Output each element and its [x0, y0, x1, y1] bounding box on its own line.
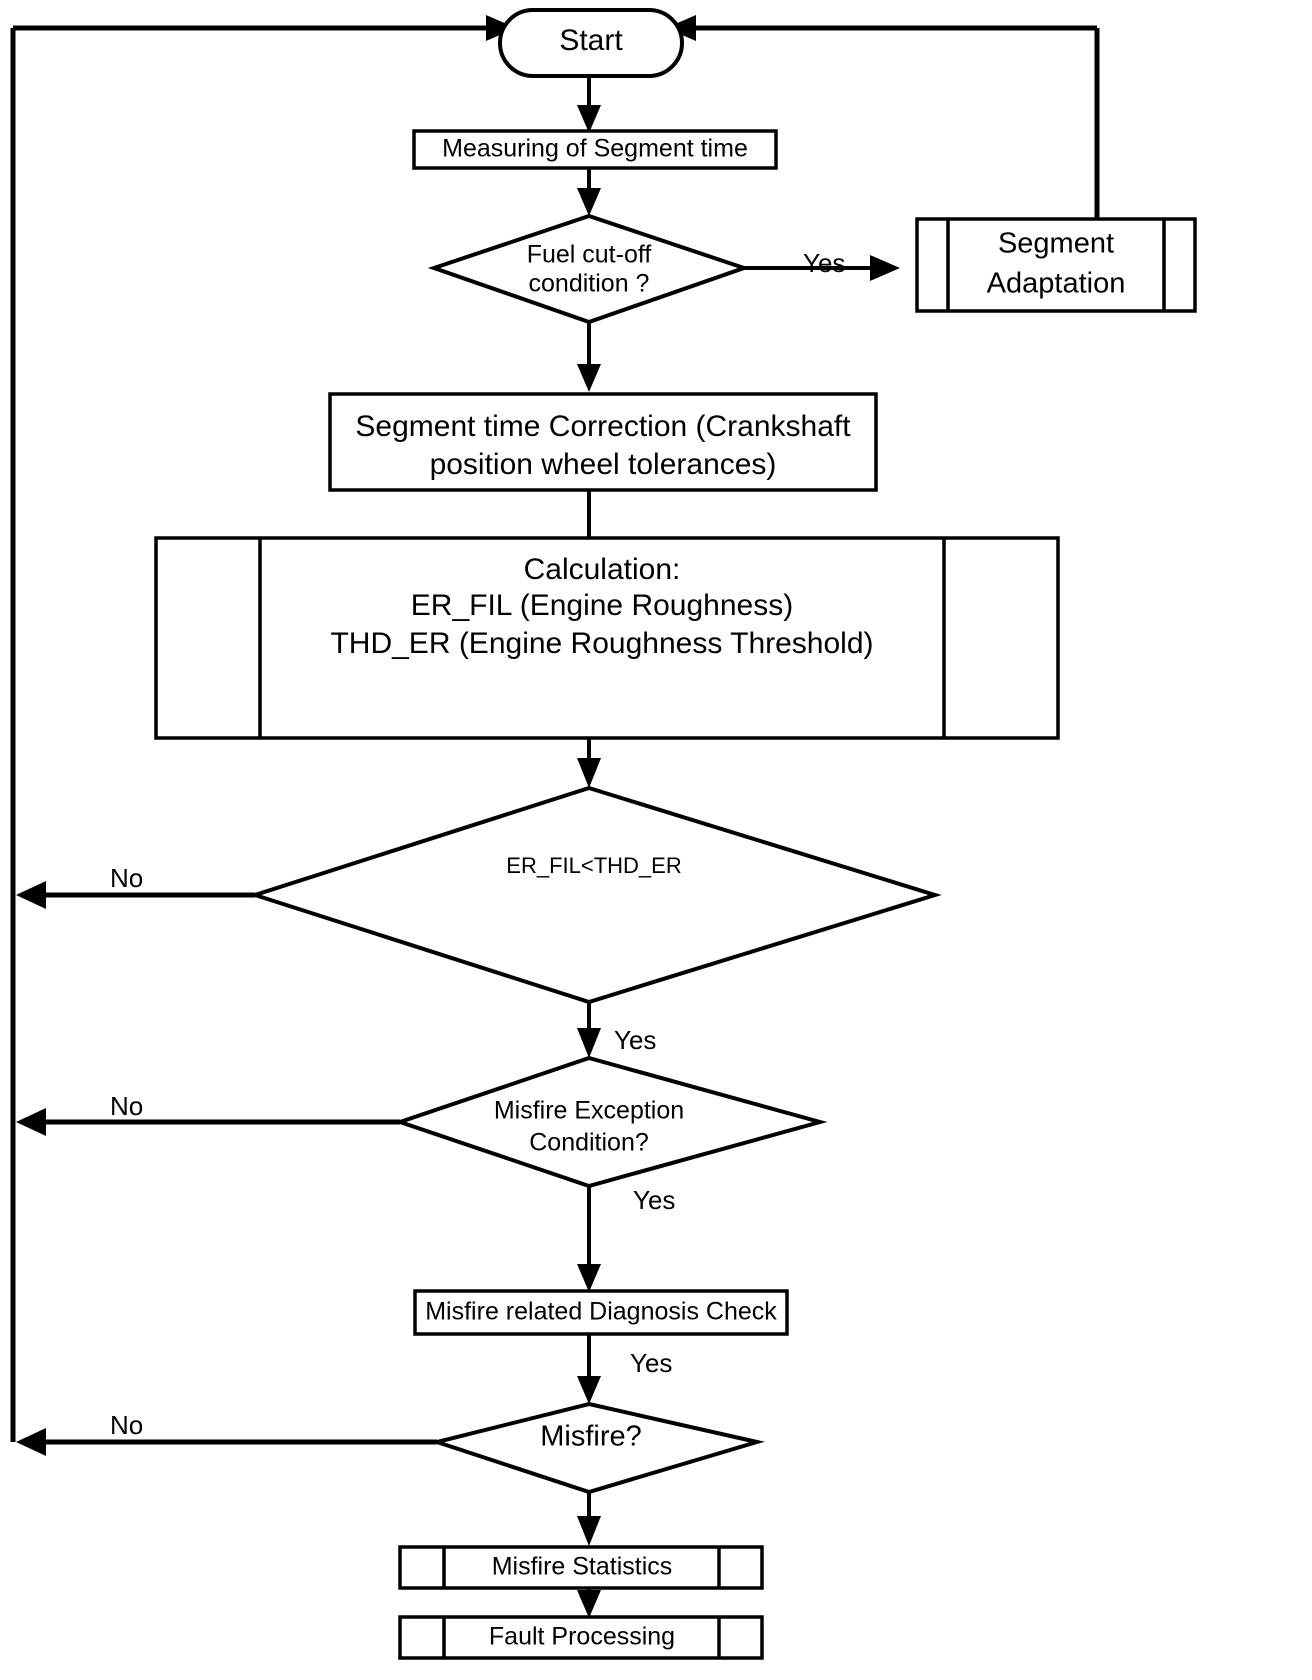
edge-fuelcutoff-yes [744, 255, 900, 281]
edge-misfire-no [16, 1428, 437, 1456]
node-measure-label: Measuring of Segment time [442, 135, 748, 163]
node-segment-adaptation-line1: Segment [998, 228, 1114, 260]
node-segment-adaptation-line2: Adaptation [987, 268, 1126, 300]
node-fault-processing[interactable]: Fault Processing [398, 1615, 764, 1660]
edge-ercheck-yes [577, 1002, 601, 1058]
node-fault-processing-label: Fault Processing [489, 1623, 675, 1651]
node-start-label: Start [559, 24, 623, 57]
edge-label-ercheck-no: No [110, 863, 143, 893]
node-segment-correction-line1: Segment time Correction (Crankshaft [355, 410, 851, 443]
edge-measure-to-fuelcutoff [577, 167, 601, 216]
left-return-bus [10, 15, 516, 1442]
node-calculation-line3: THD_ER (Engine Roughness Threshold) [330, 627, 873, 660]
edge-start-to-measure [577, 76, 601, 133]
edge-label-misfireexception-no: No [110, 1091, 143, 1121]
node-misfire[interactable]: Misfire? [429, 1401, 765, 1495]
node-misfire-exception[interactable]: Misfire Exception Condition? [393, 1055, 828, 1189]
node-segment-correction[interactable]: Segment time Correction (Crankshaft posi… [328, 392, 878, 492]
node-diagnosis-check[interactable]: Misfire related Diagnosis Check [413, 1289, 789, 1336]
edge-label-misfire-no: No [110, 1410, 143, 1440]
edge-calculation-to-ercheck [577, 738, 601, 788]
edge-segmentadaptation-return [666, 15, 1100, 233]
node-misfire-label: Misfire? [540, 1421, 642, 1453]
node-segment-adaptation[interactable]: Segment Adaptation [915, 217, 1197, 313]
node-calculation-line2: ER_FIL (Engine Roughness) [411, 589, 793, 622]
node-er-check-label: ER_FIL<THD_ER [506, 853, 681, 878]
node-misfire-exception-line1: Misfire Exception [494, 1097, 684, 1125]
node-start[interactable]: Start [498, 8, 684, 78]
edge-label-diagnosis-yes: Yes [630, 1348, 672, 1378]
node-fuel-cutoff-line2: condition ? [529, 270, 650, 298]
edge-ercheck-no [16, 881, 255, 909]
node-calculation-line1: Calculation: [524, 553, 681, 586]
node-fuel-cutoff-line1: Fuel cut-off [527, 241, 652, 269]
edge-misfireexception-no [16, 1108, 400, 1136]
edge-misfire-to-statistics [577, 1492, 601, 1546]
node-misfire-statistics[interactable]: Misfire Statistics [398, 1545, 764, 1590]
edge-statistics-to-fault [577, 1588, 601, 1618]
edge-label-fuelcutoff-yes: Yes [803, 248, 845, 278]
node-misfire-statistics-label: Misfire Statistics [492, 1553, 673, 1581]
edge-misfireexception-yes [577, 1186, 601, 1292]
node-calculation[interactable]: Calculation: ER_FIL (Engine Roughness) T… [154, 536, 1060, 740]
edge-fuelcutoff-to-correction [577, 322, 601, 392]
edge-label-misfireexception-yes: Yes [633, 1185, 675, 1215]
edge-label-ercheck-yes: Yes [614, 1025, 656, 1055]
node-fuel-cutoff[interactable]: Fuel cut-off condition ? [427, 213, 751, 325]
node-diagnosis-check-label: Misfire related Diagnosis Check [425, 1298, 777, 1326]
node-measure[interactable]: Measuring of Segment time [412, 129, 778, 170]
node-er-check[interactable]: ER_FIL<THD_ER [248, 785, 942, 1005]
node-misfire-exception-line2: Condition? [529, 1129, 649, 1157]
node-segment-correction-line2: position wheel tolerances) [430, 448, 777, 481]
edge-diagnosis-to-misfire [577, 1334, 601, 1404]
